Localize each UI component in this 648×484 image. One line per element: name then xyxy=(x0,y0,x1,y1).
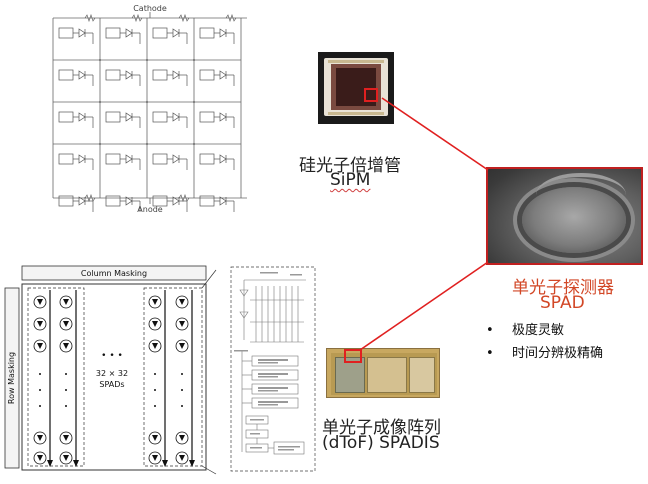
sipm-schematic: Cathode Anode xyxy=(52,4,247,214)
sipm-chip-photo xyxy=(318,52,394,124)
column-masking-label: Column Masking xyxy=(81,269,147,278)
sipm-label-cn: 硅光子倍增管 xyxy=(299,156,401,176)
highlight-box xyxy=(364,88,378,102)
spadis-chip-photo xyxy=(326,348,440,398)
spad-label-en: SPAD xyxy=(540,293,585,313)
spad-label-cn: 单光子探测器 xyxy=(512,278,614,298)
spad-array-diagram: Column Masking Row Masking • • • 32 × 32 xyxy=(4,265,217,475)
array-unit-label: SPADs xyxy=(99,380,124,389)
pixel-readout-schematic xyxy=(230,266,316,472)
connector-line xyxy=(359,261,489,351)
list-item: •极度灵敏 xyxy=(486,323,565,338)
sipm-label-en: SiPM xyxy=(330,170,371,190)
array-size-label: 32 × 32 xyxy=(96,369,128,378)
spadis-label-en: (dToF) SPADIS xyxy=(322,433,440,453)
list-item: •时间分辨极精确 xyxy=(486,346,604,361)
row-masking-label: Row Masking xyxy=(7,352,16,404)
anode-label: Anode xyxy=(137,205,163,214)
array-ellipsis: • • • xyxy=(101,351,123,361)
cathode-label: Cathode xyxy=(133,4,167,13)
spadis-label-cn: 单光子成像阵列 xyxy=(322,418,441,438)
spad-sem-photo xyxy=(486,167,643,265)
highlight-box xyxy=(344,349,362,363)
spad-feature-list: •极度灵敏 •时间分辨极精确 xyxy=(486,319,603,365)
